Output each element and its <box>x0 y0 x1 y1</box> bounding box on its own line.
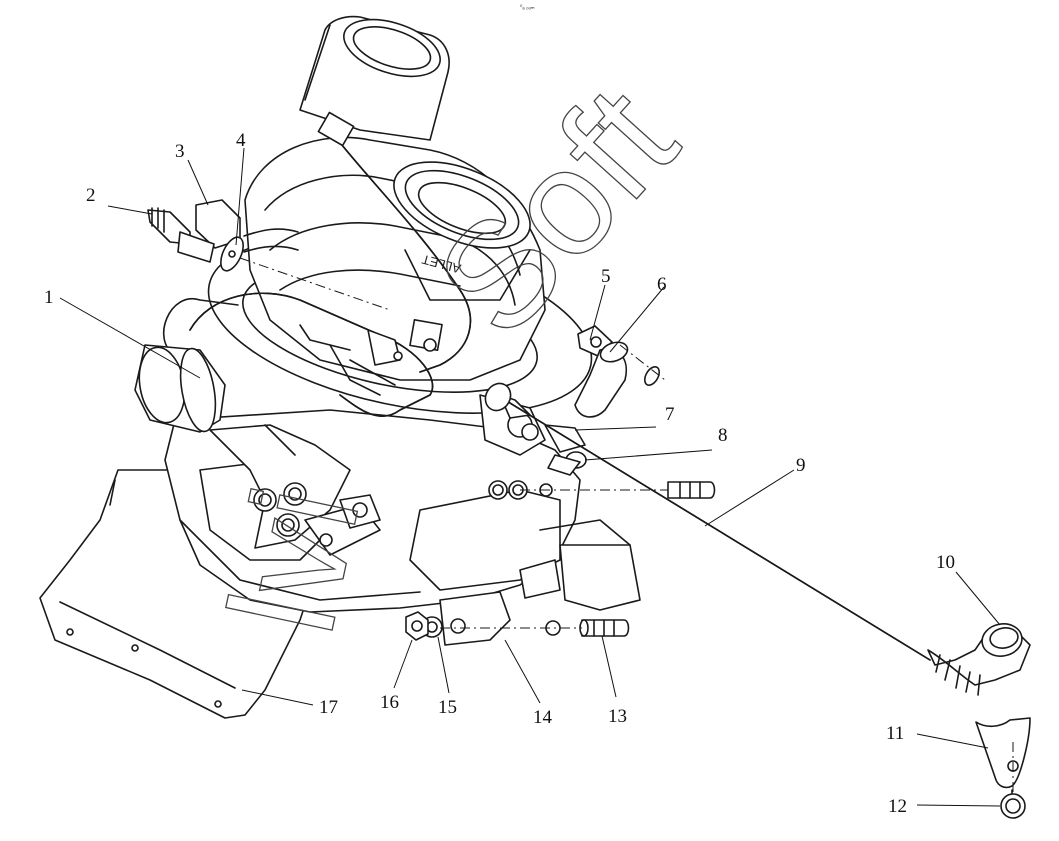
drain-pipe-part-9 <box>484 382 931 661</box>
mounting-bracket <box>209 424 381 556</box>
part-label-14: 14 <box>533 707 553 728</box>
part-label-15: 15 <box>438 697 457 718</box>
part-label-8: 8 <box>718 425 728 446</box>
callout-leaders <box>59 147 1001 807</box>
upper-stud-set <box>488 480 716 500</box>
part-label-1: 1 <box>44 287 54 308</box>
top-tiny-mark: ⁰ₐ ₒₒₘ <box>520 4 535 11</box>
lower-gasket-part-14 <box>439 559 561 646</box>
compressor-inlet <box>393 161 531 301</box>
callout-labels: 1 2 3 4 5 6 7 8 9 10 11 12 13 14 15 16 1… <box>44 130 955 817</box>
assembly-axes <box>239 257 1014 795</box>
washer-part-4 <box>220 228 299 272</box>
part-label-9: 9 <box>796 455 806 476</box>
compressor-outlet-pipe <box>299 15 450 141</box>
part-label-16: 16 <box>380 692 399 713</box>
watermark-rotated-text: lvi <box>197 473 391 646</box>
part-label-2: 2 <box>86 185 96 206</box>
part-label-7: 7 <box>665 404 675 425</box>
part-label-17: 17 <box>319 697 338 718</box>
part-label-12: 12 <box>888 796 907 817</box>
hose-part-10 <box>927 623 1031 696</box>
part-label-3: 3 <box>175 141 185 162</box>
part-label-5: 5 <box>601 266 611 287</box>
compressor-housing: ALLET <box>207 136 593 414</box>
part-label-11: 11 <box>886 723 904 744</box>
part-label-10: 10 <box>936 552 955 573</box>
part-label-13: 13 <box>608 706 627 727</box>
stud-part-13 <box>545 619 630 637</box>
actuator-part-1 <box>134 344 226 433</box>
part-label-6: 6 <box>657 274 667 295</box>
clip-part-11 <box>975 717 1031 797</box>
elbow-fitting-part-6 <box>574 341 661 418</box>
fittings-part-7-8 <box>544 424 587 476</box>
nut-part-16 <box>405 611 429 641</box>
oil-feed-line <box>317 111 472 373</box>
part-label-4: 4 <box>236 130 246 151</box>
bolt-part-12 <box>1000 793 1026 819</box>
